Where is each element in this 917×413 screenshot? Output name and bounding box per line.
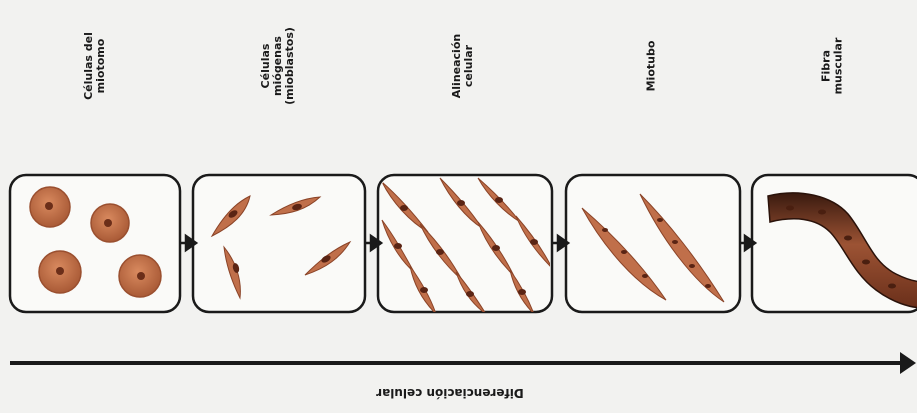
axis-label: Diferenciación celular (320, 386, 580, 400)
stage-box-myoblasts (193, 175, 365, 312)
differentiation-axis-arrow (10, 352, 916, 374)
